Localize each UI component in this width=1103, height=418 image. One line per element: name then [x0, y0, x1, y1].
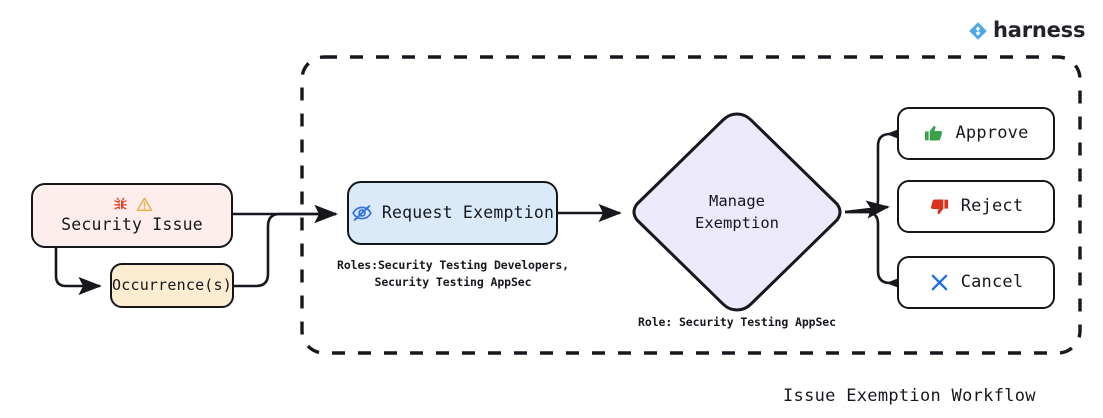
- node-reject[interactable]: Reject: [897, 180, 1055, 233]
- warning-triangle-icon: [136, 197, 152, 211]
- eye-slash-icon: [352, 205, 372, 221]
- node-approve[interactable]: Approve: [897, 107, 1055, 160]
- node-manage-exemption[interactable]: Manage Exemption: [629, 112, 845, 312]
- bug-icon: [113, 197, 127, 210]
- cross-x-icon: [931, 274, 948, 291]
- thumbs-up-icon: [925, 125, 943, 141]
- edge-issue-to-occurrences: [54, 248, 102, 296]
- edge-manage-to-cancel: [845, 210, 910, 293]
- security-issue-label: Security Issue: [61, 215, 203, 235]
- annotation-request-exemption-roles: Roles:Security Testing Developers, Secur…: [337, 258, 570, 289]
- node-cancel[interactable]: Cancel: [897, 256, 1055, 309]
- cancel-label: Cancel: [960, 271, 1024, 292]
- request-exemption-label: Request Exemption: [381, 202, 555, 222]
- manage-exemption-label: Manage Exemption: [695, 191, 779, 232]
- thumbs-down-icon: [930, 199, 948, 215]
- diagram-caption: Issue Exemption Workflow: [783, 386, 1036, 406]
- node-request-exemption[interactable]: Request Exemption: [347, 181, 558, 245]
- edge-manage-to-approve: [845, 124, 910, 214]
- approve-label: Approve: [955, 122, 1029, 143]
- workflow-boundary: [300, 55, 1082, 355]
- harness-brand-logo: harness: [968, 20, 1085, 41]
- node-occurrences[interactable]: Occurrence(s): [110, 263, 234, 308]
- edge-occurrences-to-request: [234, 204, 338, 288]
- annotation-manage-exemption-role: Role: Security Testing AppSec: [638, 315, 836, 329]
- security-issue-icon-group: [112, 195, 153, 213]
- manage-exemption-diamond-shape: [632, 112, 842, 312]
- harness-diamond-logo-icon: [969, 21, 987, 40]
- occurrences-label: Occurrence(s): [112, 276, 232, 295]
- node-security-issue[interactable]: Security Issue: [31, 183, 233, 248]
- reject-label: Reject: [960, 195, 1024, 216]
- harness-brand-name: harness: [993, 18, 1086, 42]
